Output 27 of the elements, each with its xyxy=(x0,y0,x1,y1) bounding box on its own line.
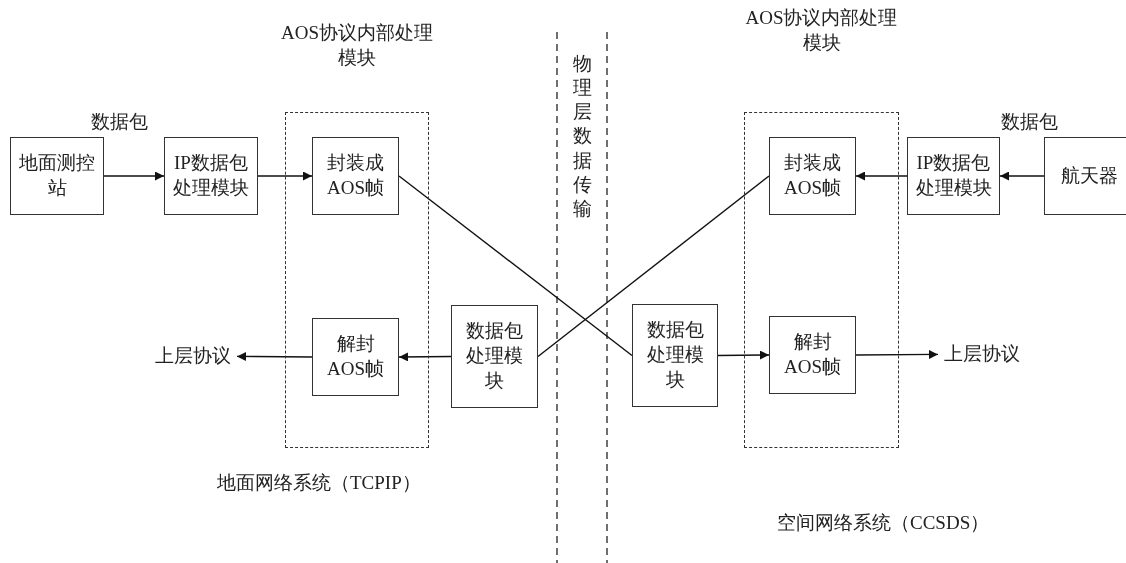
group-heading: AOS协议内部处理模块 xyxy=(744,6,899,55)
node-label: 上层协议 xyxy=(944,343,1020,366)
arrow xyxy=(855,171,908,181)
process-box: 地面测控站 xyxy=(10,137,104,215)
process-box: IP数据包处理模块 xyxy=(907,137,1000,215)
arrow xyxy=(717,350,770,360)
connector-line xyxy=(537,175,770,358)
process-box: 封装成AOS帧 xyxy=(312,137,399,215)
connector-line xyxy=(398,175,633,357)
band-label: 物理层数据传输 xyxy=(572,52,592,221)
process-box: 封装成AOS帧 xyxy=(769,137,856,215)
system-label: 空间网络系统（CCSDS） xyxy=(776,511,991,535)
process-box: 解封AOS帧 xyxy=(312,318,399,396)
arrow xyxy=(398,352,452,362)
arrow xyxy=(257,171,313,181)
arrow xyxy=(855,349,939,359)
process-box: IP数据包处理模块 xyxy=(164,137,258,215)
process-box: 数据包处理模块 xyxy=(632,304,718,407)
process-box: 航天器 xyxy=(1044,137,1126,215)
system-label: 地面网络系统（TCPIP） xyxy=(216,471,422,495)
process-box: 数据包处理模块 xyxy=(451,305,538,408)
node-label: 上层协议 xyxy=(155,345,231,368)
arrow xyxy=(236,351,313,361)
process-box: 解封AOS帧 xyxy=(769,316,856,394)
arrow xyxy=(103,171,165,181)
arrow xyxy=(999,171,1045,181)
group-heading: AOS协议内部处理模块 xyxy=(280,21,434,70)
